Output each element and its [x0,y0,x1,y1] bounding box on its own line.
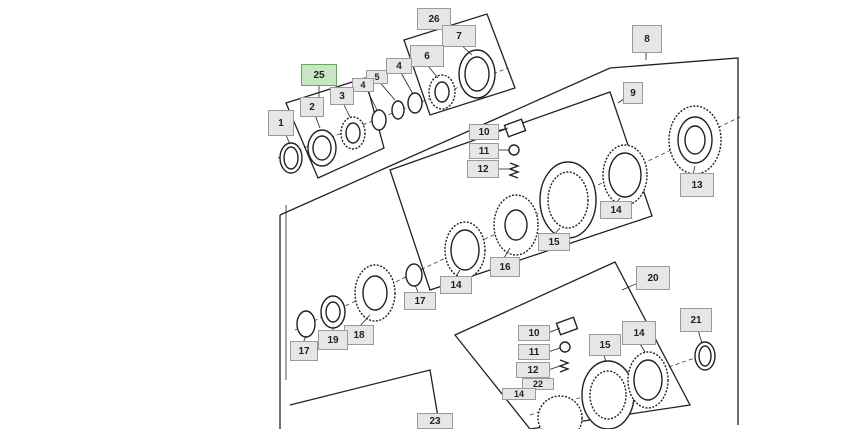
callout-17-right[interactable]: 17 [404,292,436,310]
callout-6[interactable]: 6 [410,45,444,67]
subgroup-25-outline [285,77,385,179]
part-11-ball [508,144,520,156]
callout-25[interactable]: 25 [301,64,337,86]
callout-12-lower[interactable]: 12 [516,362,550,378]
callout-10-upper[interactable]: 10 [469,124,499,140]
part-4-washer-b [407,92,423,114]
callout-9[interactable]: 9 [623,82,643,104]
callout-4-right[interactable]: 4 [386,58,412,74]
callout-26[interactable]: 26 [417,8,451,30]
callout-10-lower[interactable]: 10 [518,325,550,341]
callout-15-lower[interactable]: 15 [589,334,621,356]
part-22-gear [537,395,583,434]
housing-outline [279,57,739,425]
callout-14-lower-left[interactable]: 14 [502,388,536,400]
subgroup-9-outline [389,91,653,291]
callout-18[interactable]: 18 [344,325,374,345]
part-17-ring-b [296,310,316,338]
callout-2[interactable]: 2 [300,97,324,117]
part-17-ring [405,263,423,287]
subgroup-26-outline [403,13,516,116]
callout-14-center[interactable]: 14 [440,276,472,294]
subgroup-23-outline [289,369,441,430]
part-10-detent-block [503,118,527,138]
callout-17-left[interactable]: 17 [290,341,318,361]
part-4-washer [371,109,387,131]
parts [279,49,722,434]
callout-19[interactable]: 19 [318,330,348,350]
part-12-spring [508,162,520,179]
part-5-ring [391,100,405,120]
callout-20[interactable]: 20 [636,266,670,290]
callout-15[interactable]: 15 [538,233,570,251]
callout-14-lower-right[interactable]: 14 [622,321,656,345]
callout-4-left[interactable]: 4 [352,78,374,92]
callout-16[interactable]: 16 [490,257,520,277]
part-11-ball-b [559,341,571,353]
callout-7[interactable]: 7 [442,25,476,47]
callout-11-lower[interactable]: 11 [518,344,550,360]
part-10-detent-block-b [555,316,579,336]
callout-22[interactable]: 22 [522,378,554,390]
callout-14-right[interactable]: 14 [600,201,632,219]
callout-8[interactable]: 8 [632,25,662,53]
callout-12-upper[interactable]: 12 [467,160,499,178]
callout-23[interactable]: 23 [417,413,453,429]
callout-11-upper[interactable]: 11 [469,143,499,159]
callout-3[interactable]: 3 [330,87,354,105]
callout-21[interactable]: 21 [680,308,712,332]
part-12-spring-b [558,359,570,373]
callout-13[interactable]: 13 [680,173,714,197]
callout-1[interactable]: 1 [268,110,294,136]
